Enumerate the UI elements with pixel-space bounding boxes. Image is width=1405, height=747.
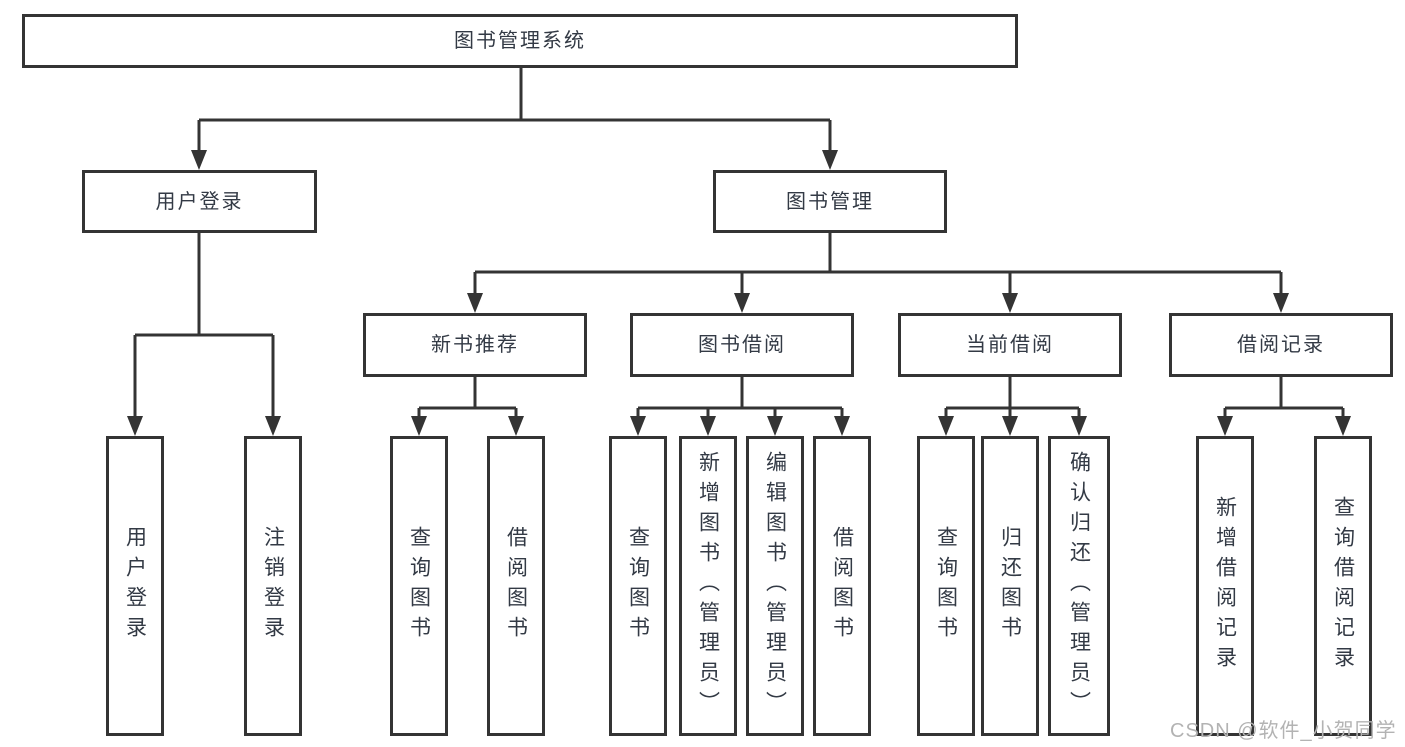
arrowhead-icon	[734, 293, 750, 313]
arrowhead-icon	[938, 416, 954, 436]
node-label: 查询图书	[407, 526, 431, 646]
watermark-csdn: CSDN @软件_小贺同学	[1170, 720, 1397, 742]
arrowhead-icon	[1002, 416, 1018, 436]
node-label: 当前借阅	[966, 334, 1054, 356]
connector-mgmt-to-level3	[473, 233, 1283, 298]
arrowhead-icon	[265, 416, 281, 436]
node-label: 查询图书	[626, 526, 650, 646]
node-label: 新增借阅记录	[1213, 496, 1237, 676]
leaf-add-borrow-record: 新增借阅记录	[1196, 436, 1254, 736]
leaf-return-books: 归还图书	[981, 436, 1039, 736]
connector-recommend-to-leaves	[417, 377, 518, 421]
node-label: 注销登录	[261, 526, 285, 646]
connector-root-to-level2	[197, 68, 832, 155]
arrowhead-icon	[191, 150, 207, 170]
arrowhead-icon	[630, 416, 646, 436]
node-borrow-records: 借阅记录	[1169, 313, 1393, 377]
arrowhead-icon	[822, 150, 838, 170]
node-book-borrow: 图书借阅	[630, 313, 854, 377]
connector-login-to-leaves	[133, 233, 275, 421]
arrowhead-icon	[127, 416, 143, 436]
arrowhead-icon	[508, 416, 524, 436]
leaf-logout: 注销登录	[244, 436, 302, 736]
node-label: 用户登录	[123, 526, 147, 646]
arrowhead-icon	[1273, 293, 1289, 313]
node-label: 借阅记录	[1237, 334, 1325, 356]
node-book-management: 图书管理	[713, 170, 947, 233]
leaf-edit-book-admin: 编辑图书（管理员）	[746, 436, 804, 736]
node-label: 用户登录	[155, 190, 244, 213]
leaf-borrow-books-1: 借阅图书	[487, 436, 545, 736]
arrowhead-icon	[1002, 293, 1018, 313]
connector-current-to-leaves	[944, 377, 1081, 421]
node-label: 图书管理	[786, 190, 874, 213]
arrowhead-icon	[1071, 416, 1087, 436]
node-label: 编辑图书（管理员）	[763, 451, 787, 721]
node-label: 图书管理系统	[454, 30, 586, 52]
node-library-system: 图书管理系统	[22, 14, 1018, 68]
arrowhead-icon	[411, 416, 427, 436]
leaf-query-books-2: 查询图书	[609, 436, 667, 736]
leaf-query-books-3: 查询图书	[917, 436, 975, 736]
leaf-add-book-admin: 新增图书（管理员）	[679, 436, 737, 736]
node-label: 查询图书	[934, 526, 958, 646]
arrowheads	[127, 150, 1351, 436]
node-current-borrow: 当前借阅	[898, 313, 1122, 377]
arrowhead-icon	[1335, 416, 1351, 436]
connector-records-to-leaves	[1223, 377, 1345, 421]
node-label: 确认归还（管理员）	[1067, 451, 1091, 721]
leaf-query-borrow-record: 查询借阅记录	[1314, 436, 1372, 736]
leaf-query-books-1: 查询图书	[390, 436, 448, 736]
leaf-user-login: 用户登录	[106, 436, 164, 736]
arrowhead-icon	[767, 416, 783, 436]
node-label: 借阅图书	[830, 526, 854, 646]
node-label: 查询借阅记录	[1331, 496, 1355, 676]
node-label: 图书借阅	[698, 334, 786, 356]
arrowhead-icon	[467, 293, 483, 313]
connector-borrow-to-leaves	[636, 377, 844, 421]
leaf-borrow-books-2: 借阅图书	[813, 436, 871, 736]
arrowhead-icon	[834, 416, 850, 436]
node-label: 新书推荐	[431, 334, 519, 356]
node-label: 借阅图书	[504, 526, 528, 646]
node-new-book-recommend: 新书推荐	[363, 313, 587, 377]
arrowhead-icon	[700, 416, 716, 436]
leaf-confirm-return-admin: 确认归还（管理员）	[1048, 436, 1110, 736]
node-label: 新增图书（管理员）	[696, 451, 720, 721]
node-label: 归还图书	[998, 526, 1022, 646]
arrowhead-icon	[1217, 416, 1233, 436]
node-user-login: 用户登录	[82, 170, 317, 233]
